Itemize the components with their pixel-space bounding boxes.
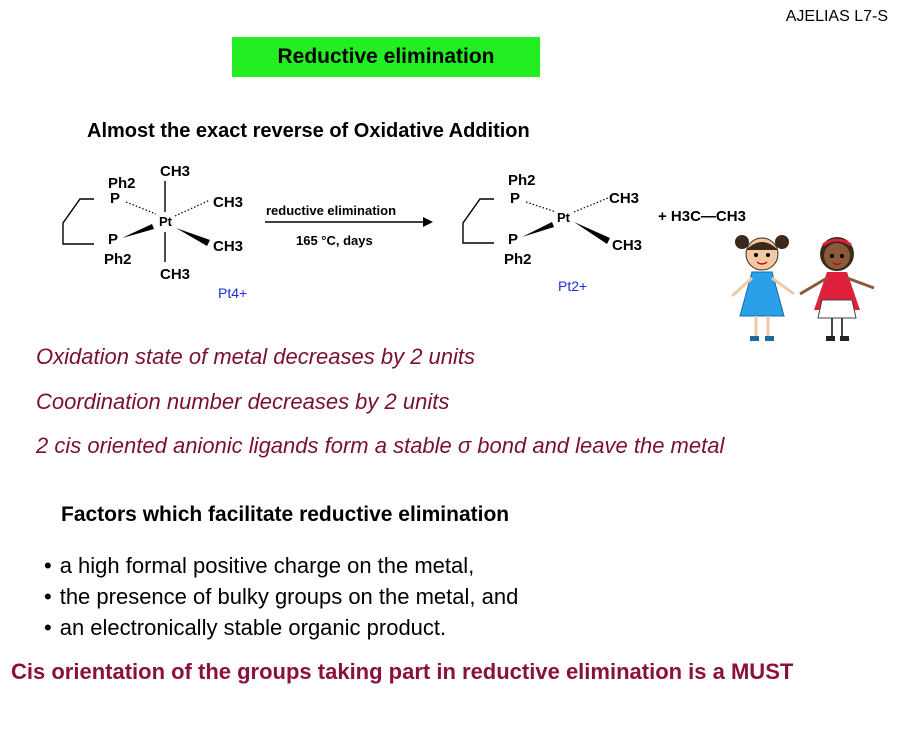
slide-title-text: Reductive elimination [277, 45, 495, 68]
slide-title: Reductive elimination [232, 37, 540, 77]
factor-item: the presence of bulky groups on the meta… [44, 581, 519, 612]
product-ch3-right-up: CH3 [609, 190, 639, 207]
corner-label: AJELIAS L7-S [785, 8, 888, 25]
girl-blue-dress-icon [730, 235, 795, 341]
reactant-ph2-top: Ph2 [108, 175, 136, 192]
factor-item: an electronically stable organic product… [44, 612, 518, 643]
product-oxidation-state: Pt2+ [558, 278, 587, 294]
observation-coordination-number: Coordination number decreases by 2 units [36, 389, 450, 414]
product-p-bottom: P [508, 231, 518, 248]
reaction-scheme: Ph2 P CH3 Pt CH3 CH3 CH3 P Ph2 Pt4+ redu… [62, 163, 746, 301]
reactant-ch3-right-down: CH3 [213, 238, 243, 255]
arrow-label-bottom: 165 °C, days [296, 233, 373, 248]
reactant-ch3-bottom: CH3 [160, 266, 190, 283]
reactant-ch3-top: CH3 [160, 163, 190, 180]
children-illustration [730, 235, 875, 341]
product-pt: Pt [557, 210, 571, 225]
cis-orientation-note: Cis orientation of the groups taking par… [11, 659, 794, 684]
reactant-p-top: P [110, 190, 120, 207]
reactant-pt: Pt [159, 214, 173, 229]
slide-subtitle: Almost the exact reverse of Oxidative Ad… [87, 120, 530, 142]
product-complex: Ph2 P Pt CH3 CH3 P Ph2 Pt2+ + H3C—CH3 [462, 172, 746, 294]
reactant-oxidation-state: Pt4+ [218, 285, 247, 301]
factors-heading: Factors which facilitate reductive elimi… [61, 503, 510, 526]
observation-cis-ligands: 2 cis oriented anionic ligands form a st… [36, 433, 725, 458]
reactant-ch3-right-up: CH3 [213, 194, 243, 211]
observation-oxidation-state: Oxidation state of metal decreases by 2 … [36, 344, 476, 369]
girl-red-dress-icon [799, 237, 875, 341]
factor-item: a high formal positive charge on the met… [44, 550, 518, 581]
reactant-ph2-bottom: Ph2 [104, 251, 132, 268]
factor-list: a high formal positive charge on the met… [44, 550, 519, 643]
product-ph2-top: Ph2 [508, 172, 536, 189]
product-ch3-right-down: CH3 [612, 237, 642, 254]
product-p-top: P [510, 190, 520, 207]
byproduct-ethane: + H3C—CH3 [658, 208, 746, 225]
product-ph2-bottom: Ph2 [504, 251, 532, 268]
reaction-arrow: reductive elimination 165 °C, days [265, 203, 433, 248]
reactant-complex: Ph2 P CH3 Pt CH3 CH3 CH3 P Ph2 Pt4+ [62, 163, 247, 301]
arrow-label-top: reductive elimination [266, 203, 396, 218]
reactant-p-bottom: P [108, 231, 118, 248]
